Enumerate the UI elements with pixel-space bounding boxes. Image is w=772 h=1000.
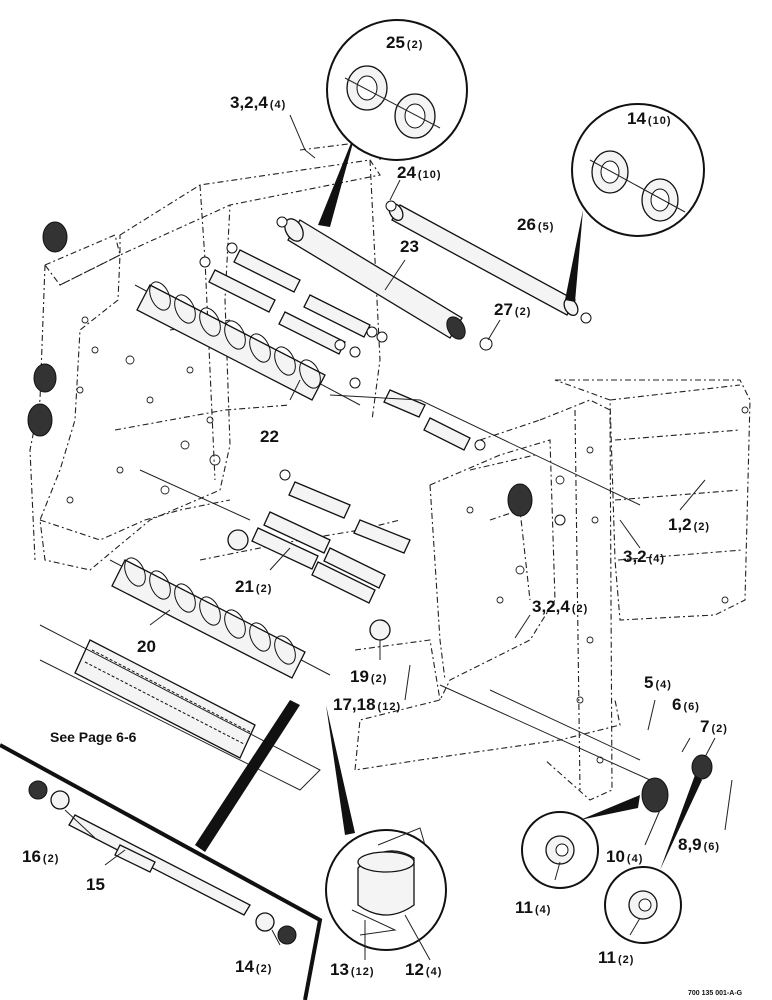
detail-bearing-11a: [521, 795, 640, 889]
label-3-2-4-mid: 3,2,4(2): [532, 597, 588, 616]
star-roller-20: [109, 557, 331, 679]
label-7: 7(2): [700, 717, 728, 736]
label-17-18: 17,18(12): [333, 695, 401, 714]
label-22: 22: [260, 427, 279, 446]
label-19: 19(2): [350, 667, 387, 686]
detail-bearings-14: [565, 103, 705, 302]
roller-23: [284, 218, 466, 340]
label-8-9: 8,9(6): [678, 835, 720, 854]
callout-labels: 25(2) 3,2,4(4) 24(10) 14(10) 23 26(5) 27…: [22, 33, 743, 997]
detail-bearing-11b: [604, 775, 702, 944]
label-6: 6(6): [672, 695, 700, 714]
feeder-roller: [39, 624, 321, 791]
label-15: 15: [86, 875, 105, 894]
label-27: 27(2): [494, 300, 531, 319]
label-5: 5(4): [644, 673, 672, 692]
frame-bolt-holes: [66, 316, 749, 764]
label-20: 20: [137, 637, 156, 656]
label-12: 12(4): [405, 960, 442, 979]
label-3-2: 3,2(4): [623, 547, 665, 566]
label-11-b: 11(2): [598, 948, 634, 967]
label-10: 10(4): [606, 847, 643, 866]
label-16: 16(2): [22, 847, 59, 866]
inset-shaft-15: [0, 700, 323, 1000]
label-23: 23: [400, 237, 419, 256]
detail-bushing-12-13: [325, 705, 447, 951]
roller-26: [388, 202, 579, 317]
shafts: [139, 394, 651, 781]
see-page-note: See Page 6-6: [50, 729, 137, 745]
label-13: 13(12): [330, 960, 374, 979]
flange-bearings: [27, 200, 713, 813]
star-roller-22: [134, 281, 361, 406]
label-26: 26(5): [517, 215, 554, 234]
label-14-bottom: 14(2): [235, 957, 272, 976]
label-25: 25(2): [386, 33, 423, 52]
leader-lines: [64, 114, 733, 961]
label-21: 21(2): [235, 577, 272, 596]
label-1-2: 1,2(2): [668, 515, 710, 534]
label-11-a: 11(4): [515, 898, 551, 917]
label-24: 24(10): [397, 163, 441, 182]
drawing-code: 700 135 001-A-G: [688, 990, 743, 997]
small-rollers-21: [251, 481, 411, 604]
small-rollers-upper: [208, 249, 471, 451]
detail-bearings-25: [318, 19, 468, 227]
label-3-2-4-top: 3,2,4(4): [230, 93, 286, 112]
label-14-top: 14(10): [627, 109, 671, 128]
